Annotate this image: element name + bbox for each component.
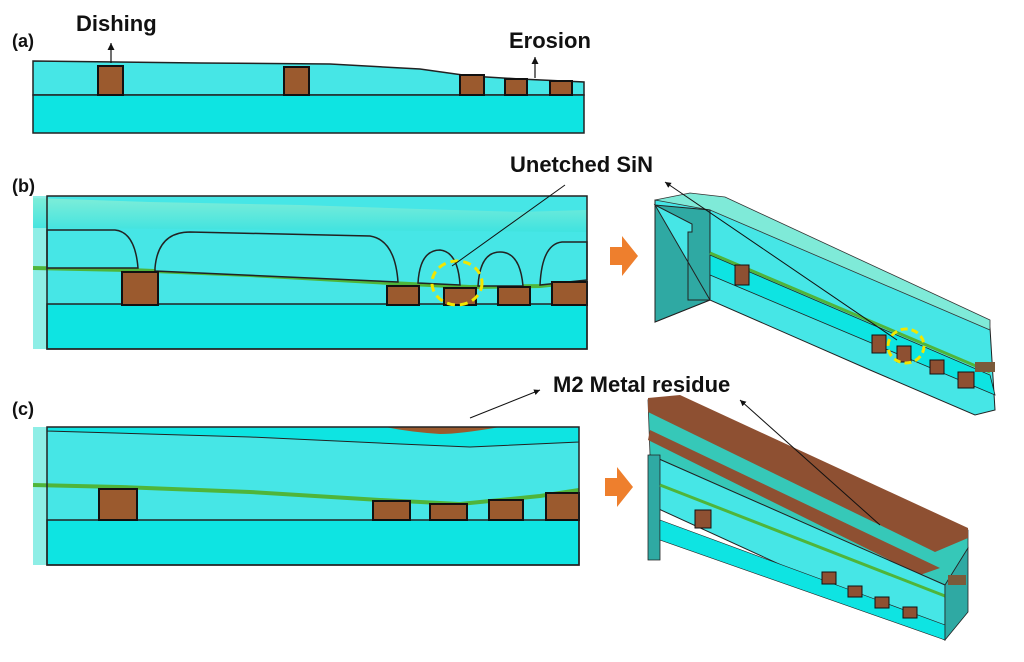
panel-c-3d-left-face bbox=[647, 454, 661, 561]
panel-a-copper-line bbox=[459, 74, 485, 96]
panel-a-copper-line bbox=[504, 78, 528, 96]
panel-b-3d-end-band bbox=[975, 362, 995, 372]
unetched-sin-label: Unetched SiN bbox=[510, 152, 654, 177]
unetched-sin-arrow-3d bbox=[664, 181, 898, 341]
panel-b-3d-unetched-sin-highlight bbox=[886, 327, 926, 365]
panel-a-copper-line bbox=[549, 80, 573, 96]
panel-b-copper-line bbox=[121, 271, 159, 306]
m2-metal-residue-label: M2 Metal residue bbox=[553, 372, 731, 397]
panel-b-3d-view bbox=[653, 181, 996, 416]
panel-c-3d-right-face bbox=[944, 546, 969, 642]
panel-b-copper-line bbox=[386, 285, 420, 306]
panel-b-base-layer bbox=[46, 303, 588, 350]
panel-a-base-layer bbox=[32, 94, 585, 134]
panel-c-3d-sin-liner bbox=[659, 483, 946, 598]
panel-b-label: (b) bbox=[12, 176, 35, 196]
panel-b-3d-copper bbox=[896, 345, 912, 363]
panel-b-outline bbox=[46, 195, 588, 350]
panel-b-copper-line bbox=[497, 286, 531, 306]
panel-b-copper-line bbox=[551, 281, 588, 306]
dishing-label: Dishing bbox=[76, 11, 157, 36]
panel-c-edge-strip bbox=[33, 427, 47, 565]
panel-c-label: (c) bbox=[12, 399, 34, 419]
panel-b-void-dome bbox=[539, 241, 588, 286]
panel-c-outline bbox=[46, 426, 580, 566]
panel-b-orange-arrow bbox=[610, 236, 638, 276]
panel-b-3d-sin-liner bbox=[709, 251, 991, 374]
panel-b-void-dome bbox=[417, 249, 461, 286]
panel-b-cross-section bbox=[32, 184, 588, 350]
panel-b-void-dome bbox=[477, 251, 524, 287]
panel-b-void-dome bbox=[46, 229, 139, 269]
panel-c-3d-m2-stripe bbox=[648, 430, 940, 575]
unetched-sin-arrow-2d bbox=[451, 184, 566, 267]
panel-c-copper-line bbox=[98, 488, 138, 521]
panel-c-3d-copper bbox=[821, 571, 837, 585]
panel-b-3d-copper bbox=[871, 334, 887, 354]
panel-c-3d-copper bbox=[694, 509, 712, 529]
panel-a-copper-line bbox=[97, 65, 124, 96]
metal-residue-arrow-3d bbox=[739, 399, 881, 526]
panel-c-3d-end-band bbox=[948, 575, 966, 585]
panel-b-3d-lower-layer bbox=[709, 254, 996, 396]
panel-c-copper-line bbox=[372, 500, 411, 521]
panel-c-cross-section bbox=[32, 389, 580, 566]
panel-c-copper-line bbox=[545, 492, 580, 521]
panel-c-metal-residue bbox=[385, 427, 500, 434]
panel-b-3d-copper bbox=[734, 264, 750, 286]
panel-c-orange-arrow bbox=[605, 467, 633, 507]
panel-c-3d-copper bbox=[902, 606, 918, 619]
panel-c-copper-line bbox=[488, 499, 524, 521]
panel-c-3d-copper bbox=[874, 596, 890, 609]
panel-b-unetched-sin-highlight bbox=[430, 259, 484, 307]
panel-c-3d-m2-stripe bbox=[648, 395, 968, 552]
panel-a-cross-section bbox=[32, 43, 585, 134]
panel-b-void-dome bbox=[154, 231, 399, 283]
panel-c-3d-copper bbox=[847, 585, 863, 598]
erosion-label: Erosion bbox=[509, 28, 591, 53]
panel-b-3d-copper bbox=[957, 371, 975, 389]
panel-a-copper-line bbox=[283, 66, 310, 96]
panel-b-3d-left-face bbox=[653, 203, 711, 323]
panel-c-base-layer bbox=[46, 519, 580, 566]
panel-b-top-oxide bbox=[33, 198, 587, 232]
panel-c-3d-view bbox=[647, 395, 969, 642]
metal-residue-arrow-2d bbox=[469, 389, 541, 419]
panel-a-label: (a) bbox=[12, 31, 34, 51]
panel-b-3d-copper bbox=[929, 359, 945, 375]
panel-b-sin-liner bbox=[32, 266, 588, 290]
panel-c-copper-line bbox=[429, 503, 468, 521]
panel-b-edge-strip bbox=[33, 196, 47, 349]
